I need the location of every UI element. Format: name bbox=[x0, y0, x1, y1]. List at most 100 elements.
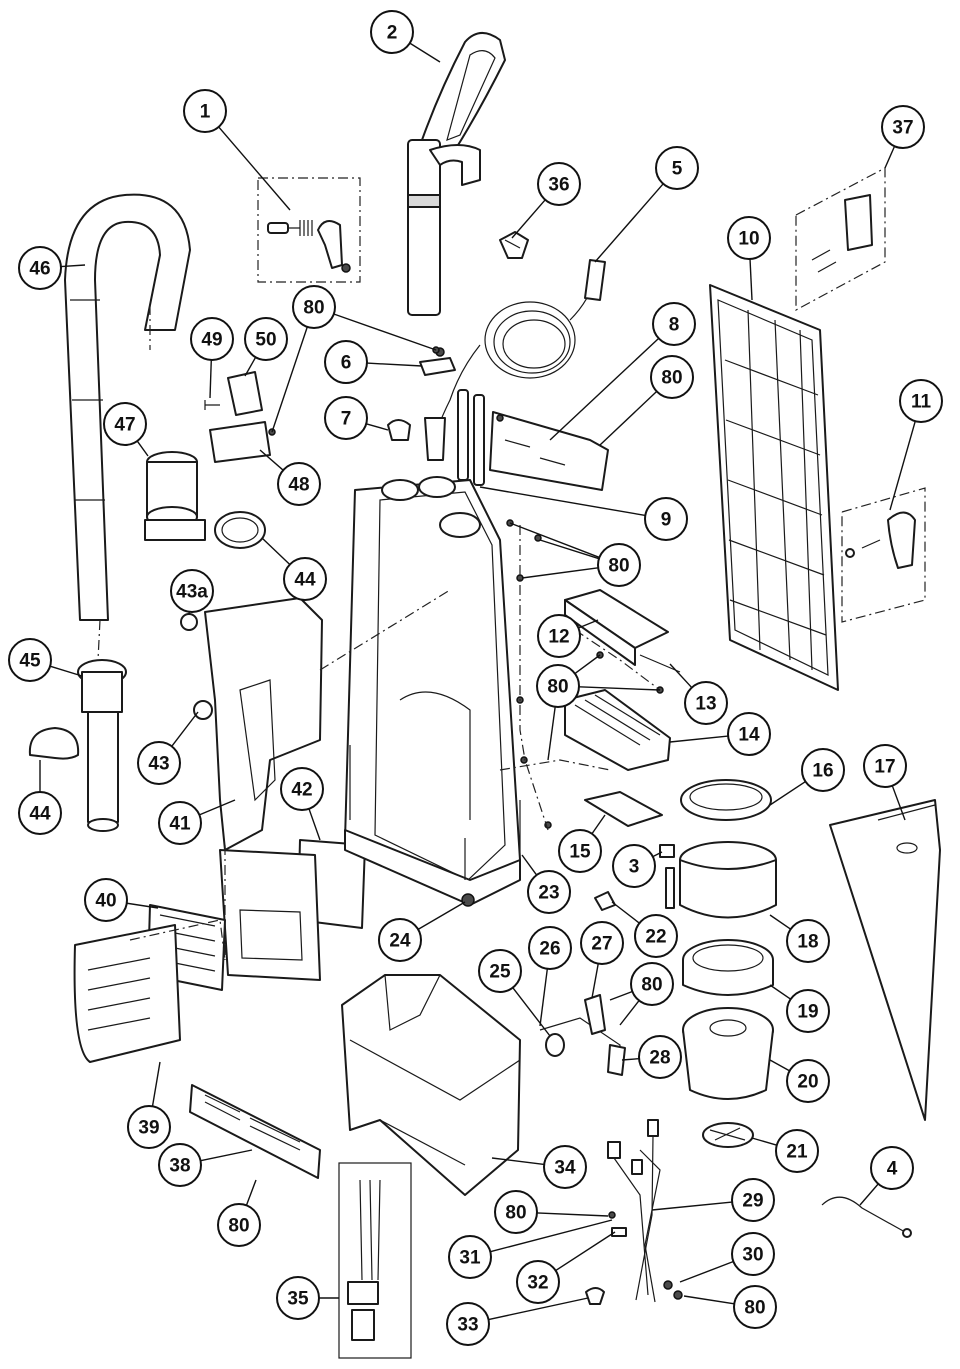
callout-17: 17 bbox=[863, 744, 907, 788]
part-small-connector bbox=[659, 844, 675, 858]
callout-label: 27 bbox=[591, 934, 612, 955]
part-long-screws bbox=[349, 745, 521, 880]
callout-circle bbox=[870, 1146, 914, 1190]
callout-circle bbox=[324, 340, 368, 384]
leader-line-34 bbox=[491, 1157, 545, 1166]
callout-14: 14 bbox=[727, 712, 771, 756]
leader-line-80 bbox=[578, 686, 661, 691]
callout-label: 28 bbox=[649, 1048, 670, 1069]
callout-28: 28 bbox=[638, 1035, 682, 1079]
callout-44: 44 bbox=[18, 791, 62, 835]
callout-circle bbox=[727, 712, 771, 756]
callout-circle bbox=[217, 1203, 261, 1247]
leader-line-2 bbox=[409, 42, 441, 63]
callout-label: 80 bbox=[608, 556, 629, 577]
leader-line-80 bbox=[536, 1212, 609, 1217]
callout-13: 13 bbox=[684, 681, 728, 725]
callout-80: 80 bbox=[630, 962, 674, 1006]
callout-23: 23 bbox=[527, 870, 571, 914]
callout-label: 19 bbox=[797, 1002, 818, 1023]
callout-label: 20 bbox=[797, 1072, 818, 1093]
callout-47: 47 bbox=[103, 402, 147, 446]
leader-line-27 bbox=[591, 963, 599, 999]
part-plugs bbox=[180, 613, 213, 720]
leader-line-80 bbox=[547, 706, 556, 761]
leader-line-25 bbox=[512, 987, 551, 1037]
leader-line-10 bbox=[749, 258, 753, 301]
callout-label: 4 bbox=[887, 1159, 898, 1180]
callout-38: 38 bbox=[158, 1143, 202, 1187]
part-latch-kit bbox=[257, 177, 361, 283]
callout-label: 37 bbox=[892, 118, 913, 139]
callout-circle bbox=[292, 285, 336, 329]
part-rod bbox=[639, 654, 681, 673]
callout-36: 36 bbox=[537, 162, 581, 206]
callout-label: 43 bbox=[148, 754, 169, 775]
callout-label: 50 bbox=[255, 330, 276, 351]
callout-circle bbox=[244, 317, 288, 361]
callout-35: 35 bbox=[276, 1276, 320, 1320]
leader-line-24 bbox=[417, 901, 466, 931]
leader-line-28 bbox=[621, 1057, 640, 1061]
part-wand bbox=[77, 659, 127, 832]
callout-label: 17 bbox=[874, 757, 895, 778]
callout-circle bbox=[127, 1105, 171, 1149]
callout-80: 80 bbox=[217, 1203, 261, 1247]
callout-circle bbox=[580, 921, 624, 965]
part-front-grille bbox=[73, 924, 181, 1063]
callout-43: 43 bbox=[137, 741, 181, 785]
part-motor-housing bbox=[665, 841, 777, 919]
part-side-panel bbox=[829, 799, 941, 1121]
callout-circle bbox=[775, 1129, 819, 1173]
leader-line-43 bbox=[171, 711, 199, 747]
callout-4: 4 bbox=[870, 1146, 914, 1190]
leader-line-30 bbox=[679, 1260, 734, 1283]
callout-29: 29 bbox=[731, 1178, 775, 1222]
leader-line-47 bbox=[136, 440, 149, 457]
callout-circle bbox=[537, 614, 581, 658]
part-small-bits bbox=[585, 1211, 683, 1305]
callout-label: 31 bbox=[459, 1248, 481, 1269]
callout-18: 18 bbox=[786, 919, 830, 963]
callout-circle bbox=[378, 918, 422, 962]
callout-32: 32 bbox=[516, 1260, 560, 1304]
callout-label: 40 bbox=[95, 891, 116, 912]
callout-circle bbox=[650, 355, 694, 399]
callout-label: 80 bbox=[661, 368, 682, 389]
leader-line-80 bbox=[619, 1000, 640, 1026]
leader-line-4 bbox=[859, 1183, 879, 1206]
leader-line-80 bbox=[521, 567, 599, 579]
callout-circle bbox=[527, 870, 571, 914]
part-clamp-upper bbox=[214, 511, 266, 549]
leader-line-45 bbox=[49, 665, 83, 677]
part-switch bbox=[387, 347, 456, 461]
callout-circle bbox=[158, 1143, 202, 1187]
leader-line-44 bbox=[261, 537, 291, 566]
callout-label: 8 bbox=[669, 315, 680, 336]
part-bracket bbox=[795, 167, 886, 312]
leader-line-26 bbox=[539, 968, 549, 1027]
leader-line-80 bbox=[245, 1179, 257, 1206]
callout-30: 30 bbox=[731, 1232, 775, 1276]
part-hose-cuff bbox=[144, 451, 206, 541]
callout-label: 39 bbox=[138, 1118, 159, 1139]
callout-circle bbox=[863, 744, 907, 788]
part-filter-frame bbox=[219, 849, 321, 981]
callout-26: 26 bbox=[528, 926, 572, 970]
callout-9: 9 bbox=[644, 497, 688, 541]
leader-line-48 bbox=[259, 449, 284, 471]
callout-circle bbox=[731, 1232, 775, 1276]
leader-line-19 bbox=[769, 984, 792, 1000]
callout-22: 22 bbox=[634, 914, 678, 958]
callout-circle bbox=[731, 1178, 775, 1222]
callout-label: 11 bbox=[911, 392, 932, 413]
callout-circle bbox=[558, 829, 602, 873]
part-base-plate bbox=[344, 829, 521, 907]
callout-label: 10 bbox=[738, 229, 759, 250]
callout-circle bbox=[190, 317, 234, 361]
callout-label: 46 bbox=[29, 259, 50, 280]
leader-line-1 bbox=[218, 126, 291, 211]
callout-3: 3 bbox=[612, 844, 656, 888]
callout-label: 18 bbox=[797, 932, 818, 953]
